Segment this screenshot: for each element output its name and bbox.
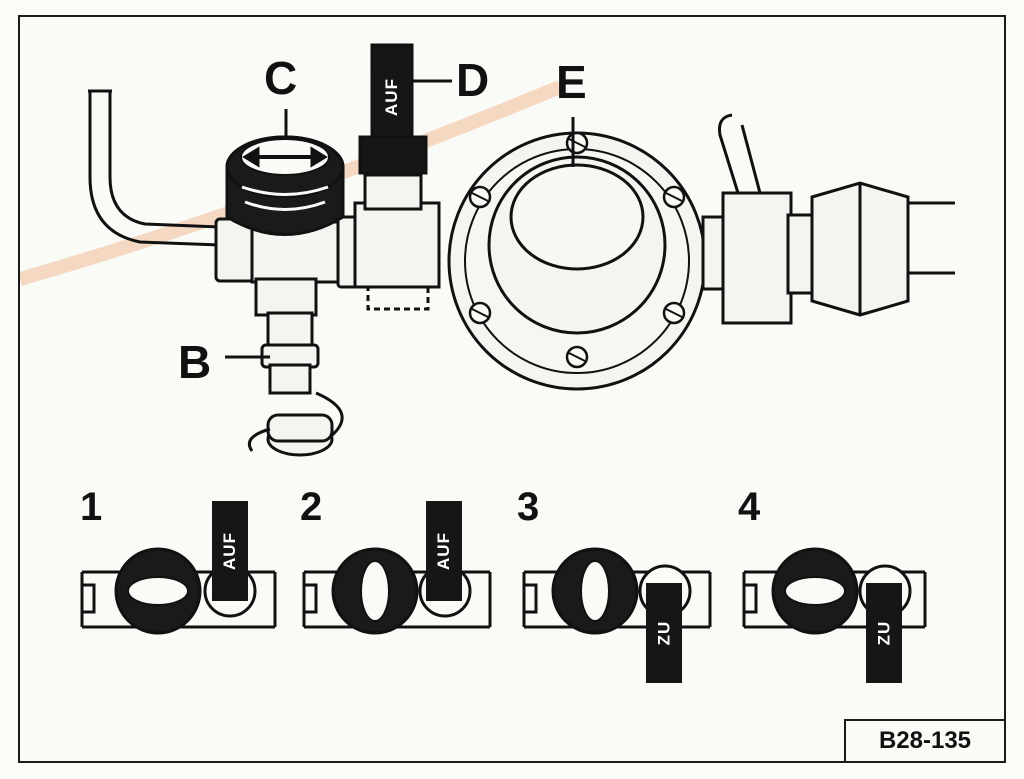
lever-position-4: ZU [866, 583, 902, 683]
regulator-drawing [20, 43, 955, 635]
callout-b: B [178, 336, 212, 388]
callout-leaders [225, 79, 575, 359]
position-diagram-2 [302, 547, 492, 635]
callout-d: D [456, 54, 490, 106]
lever-position-2: AUF [426, 501, 462, 601]
position-number-4: 4 [738, 485, 761, 529]
figure-frame: B C D E AUF 1 2 3 4 AUF AUF ZU ZU B28-13… [18, 15, 1006, 763]
lever-position-1: AUF [212, 501, 248, 601]
pressure-regulator-e-icon [447, 131, 707, 391]
shutoff-valve-d-icon [353, 43, 441, 311]
figure-reference: B28-135 [844, 719, 1004, 761]
position-diagram-3 [522, 547, 712, 635]
test-nipple-b-icon [247, 311, 344, 457]
position-number-2: 2 [300, 485, 323, 529]
outlet-fitting-icon [701, 113, 955, 325]
selector-knob-c-icon [225, 135, 345, 236]
position-number-3: 3 [517, 485, 540, 529]
position-number-1: 1 [80, 485, 103, 529]
valve-lever-label: AUF [372, 67, 412, 127]
lever-position-3: ZU [646, 583, 682, 683]
callout-c: C [264, 52, 298, 104]
callout-e: E [556, 56, 587, 108]
inlet-pipe-icon [88, 89, 221, 247]
